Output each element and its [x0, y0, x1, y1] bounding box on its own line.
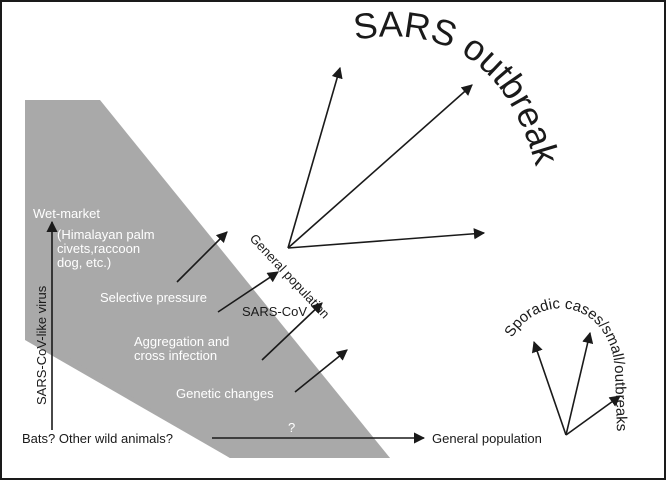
arrow-sporadic-3	[565, 395, 621, 436]
bats-label: Bats? Other wild animals?	[22, 431, 173, 446]
arrow-sars-cov	[217, 271, 279, 313]
arrow-genetic-changes	[294, 349, 348, 393]
sars-cov-label: SARS-CoV	[242, 304, 307, 319]
sars-outbreak-title-path: SARS outbreak	[351, 3, 568, 170]
vertical-axis-label: SARS-CoV-like virus	[34, 285, 49, 405]
progression-band-fill	[25, 100, 390, 458]
arrow-outbreak-1	[287, 66, 343, 249]
arrow-sporadic-2	[565, 331, 594, 436]
wet-market-note-line-3: dog, etc.)	[57, 255, 111, 270]
aggregation-label-line-2: cross infection	[134, 348, 217, 363]
arrow-selective-pressure	[176, 231, 228, 283]
sporadic-cases-label: Sporadic cases/small/outbreaks	[501, 295, 630, 431]
genetic-changes-label: Genetic changes	[176, 386, 274, 401]
arrow-outbreak-2	[287, 84, 473, 249]
arrow-outbreak-3	[287, 228, 486, 249]
aggregation-label-line-1: Aggregation and	[134, 334, 229, 349]
wet-market-note-line-1: (Himalayan palm	[57, 227, 155, 242]
arrow-aggregation	[261, 302, 323, 361]
general-population-bottom-label: General population	[432, 431, 542, 446]
sporadic-cases-label-path: Sporadic cases/small/outbreaks	[501, 295, 630, 431]
selective-pressure-label: Selective pressure	[100, 290, 207, 305]
arrow-sporadic-1	[531, 340, 567, 436]
wet-market-label: Wet-market	[33, 206, 100, 221]
question-mark: ?	[288, 420, 295, 435]
wet-market-note-line-2: civets,raccoon	[57, 241, 140, 256]
sars-outbreak-title: SARS outbreak	[351, 3, 568, 170]
